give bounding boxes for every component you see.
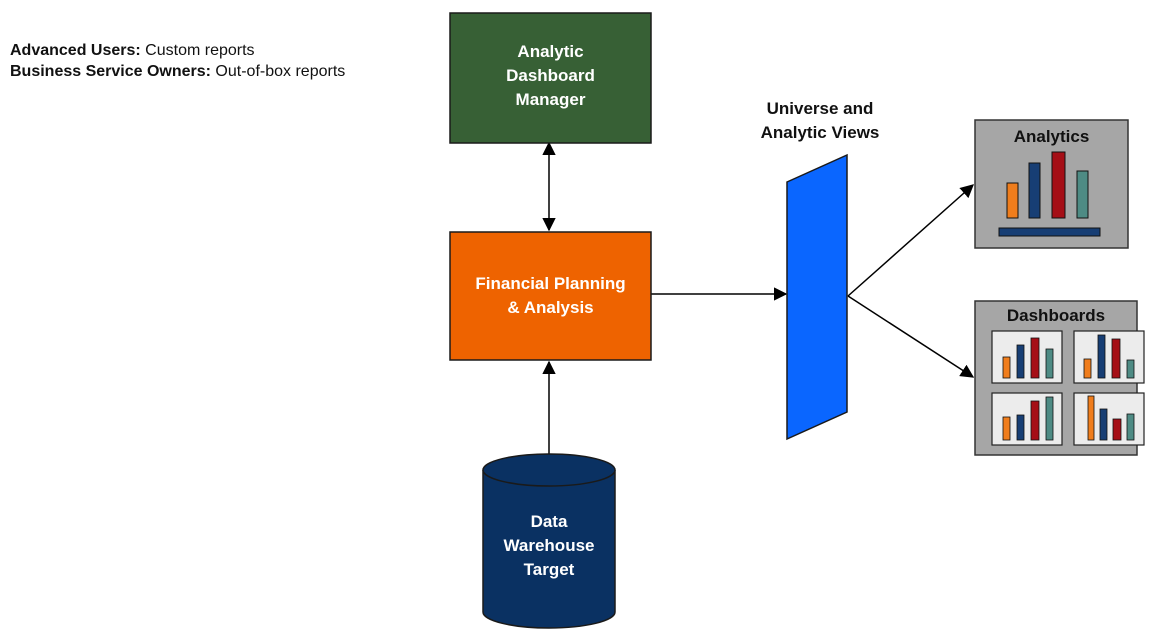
universe-analytics-connector	[847, 184, 975, 297]
mini-chart	[1073, 392, 1145, 446]
analytics-bar	[1051, 151, 1066, 219]
legend-line-business-service-owners: Business Service Owners: Out-of-box repo…	[10, 63, 346, 80]
analytics-baseline	[998, 227, 1101, 237]
data-warehouse-cylinder	[482, 453, 616, 629]
analytics-title: Analytics	[1013, 127, 1090, 146]
dashboards-panel	[974, 300, 1145, 456]
financial-planning-label: Financial Planning & Analysis	[475, 274, 626, 317]
analytics-bar	[1028, 162, 1041, 219]
mini-chart	[1073, 330, 1145, 384]
mini-chart	[991, 392, 1063, 446]
analytic-dashboard-manager-box	[449, 12, 652, 144]
analytics-bar	[1006, 182, 1019, 219]
mini-chart	[991, 330, 1063, 384]
universe-views-shape	[786, 153, 848, 441]
analytics-bar	[1076, 170, 1089, 219]
analytics-panel	[974, 119, 1129, 249]
analytic-dashboard-manager-label: Analytic Dashboard Manager	[506, 42, 595, 109]
legend-line-advanced-users: Advanced Users: Custom reports	[10, 42, 255, 59]
user-legend: Advanced Users: Custom reports Business …	[10, 40, 345, 82]
universe-dashboards-connector	[847, 295, 975, 378]
dashboards-title: Dashboards	[1006, 306, 1106, 325]
financial-planning-box	[449, 231, 652, 361]
universe-views-label: Universe and Analytic Views	[760, 99, 880, 142]
data-warehouse-label: Data Warehouse Target	[503, 512, 595, 579]
